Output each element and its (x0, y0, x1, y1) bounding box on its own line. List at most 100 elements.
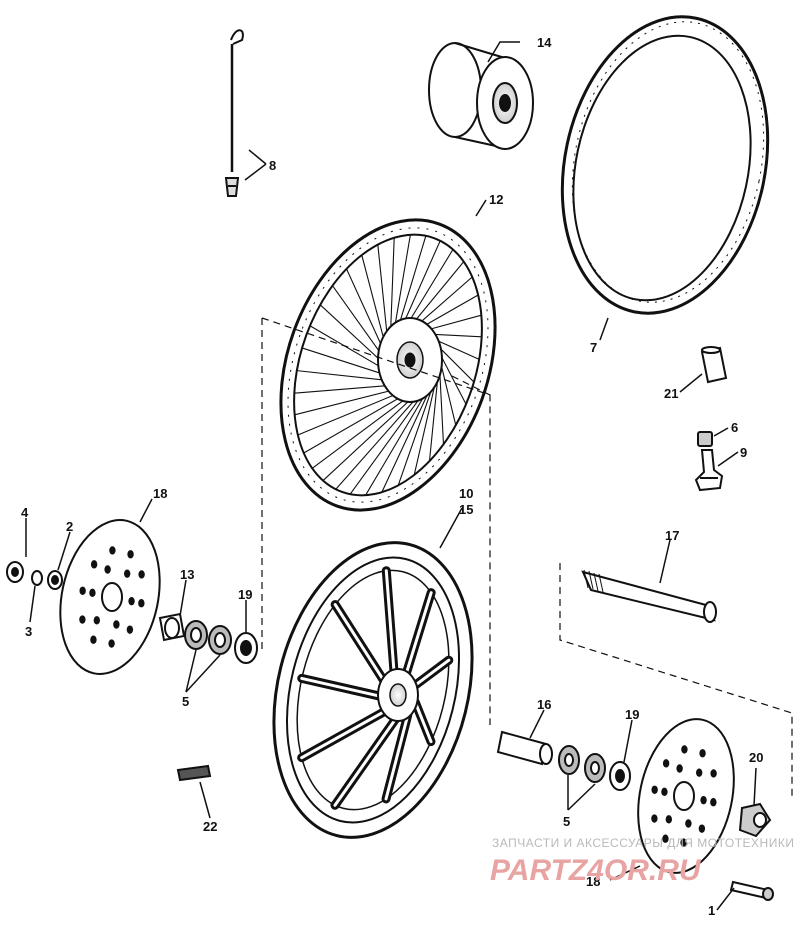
disc-hole (90, 560, 98, 569)
cast-spoke (333, 603, 386, 682)
spoke-line (394, 234, 411, 326)
disc-hole (662, 759, 670, 768)
spoke-line (428, 373, 439, 462)
disc-hole (699, 749, 706, 758)
disc-hole (695, 768, 703, 777)
disc-hole (113, 620, 120, 629)
disc-hole (676, 764, 683, 773)
spoke-line (301, 347, 382, 375)
disc-hole (651, 785, 658, 794)
axle-part-17 (581, 569, 717, 623)
spoke-line (429, 314, 482, 330)
spoke-line (424, 294, 479, 326)
spoke-part-8 (224, 29, 244, 197)
spoke-line (294, 385, 388, 394)
cast-spoke (384, 713, 410, 801)
spoke-line (409, 249, 454, 321)
disc-hole (700, 795, 707, 805)
disc-hole (710, 769, 717, 778)
callout-18-left: 18 (153, 486, 167, 501)
cast-wheel-part-10-15 (272, 541, 474, 839)
valve-parts-6-9 (694, 431, 724, 492)
disc-hole (665, 815, 673, 824)
spoked-wheel-part-12 (279, 218, 497, 512)
cast-spoke (300, 676, 382, 698)
callout-16: 16 (537, 697, 551, 712)
rim-part-7 (560, 15, 770, 315)
spoke-line (414, 261, 465, 321)
watermark: ЗАПЧАСТИ И АКСЕССУАРЫ ДЛЯ МОТОТЕХНИКИ PA… (490, 836, 794, 887)
disc-hole (710, 798, 717, 807)
disc-hole (109, 546, 116, 555)
assembly-guide-lines (261, 317, 793, 800)
disc-hole (90, 635, 97, 644)
brake-disc-part-18-left (59, 519, 161, 675)
disc-hole (698, 824, 706, 833)
spoke-line (413, 379, 437, 476)
spoke-line (439, 359, 457, 426)
disc-hole (651, 814, 658, 823)
nut-part-20-bolt-part-1 (729, 802, 774, 901)
callout-13: 13 (180, 567, 194, 582)
disc-hole (126, 625, 134, 634)
disc-hole (127, 550, 134, 559)
callout-20: 20 (749, 750, 763, 765)
disc-hole (104, 565, 111, 574)
cast-spoke (404, 591, 433, 676)
cast-spoke (300, 709, 387, 760)
watermark-tagline: ЗАПЧАСТИ И АКСЕССУАРЫ ДЛЯ МОТОТЕХНИКИ (492, 836, 794, 850)
spoke-line (349, 397, 421, 495)
callout-10: 10 (459, 486, 473, 501)
spoke-line (419, 276, 473, 323)
spoke-line (437, 345, 475, 383)
disc-hole (661, 787, 668, 797)
callout-labels: 14 8 12 7 21 6 9 18 4 2 3 13 19 5 10 15 … (21, 35, 763, 918)
callout-9: 9 (740, 445, 747, 460)
spoke-line (390, 237, 395, 330)
leader-lines (25, 41, 757, 911)
callout-1: 1 (708, 903, 715, 918)
brake-disc-part-18-right (637, 718, 735, 874)
spoke-line (361, 254, 385, 341)
callout-15: 15 (459, 502, 473, 517)
callout-5-left: 5 (182, 694, 189, 709)
pad-part-22 (176, 764, 212, 782)
callout-6: 6 (731, 420, 738, 435)
callout-19-left: 19 (238, 587, 252, 602)
callout-4: 4 (21, 505, 29, 520)
spoke-line (381, 390, 430, 493)
callout-21: 21 (664, 386, 678, 401)
callout-5-right: 5 (563, 814, 570, 829)
spoke-line (435, 339, 480, 360)
cast-spoke (333, 717, 398, 807)
spoke-line (346, 268, 383, 347)
callout-2: 2 (66, 519, 73, 534)
disc-hole (138, 599, 145, 608)
watermark-logo: PARTZ4OR.RU (490, 854, 702, 887)
disc-hole (79, 586, 86, 595)
disc-hole (93, 616, 101, 625)
hub-part-14 (428, 42, 534, 150)
spoke-line (439, 352, 467, 405)
spoke-line (335, 399, 416, 490)
spoke-line (397, 385, 434, 486)
callout-14: 14 (537, 35, 552, 50)
spoke-line (296, 370, 385, 381)
disc-hole (108, 639, 115, 648)
callout-17: 17 (665, 528, 679, 543)
callout-7: 7 (590, 340, 597, 355)
spoke-line (297, 394, 396, 436)
disc-hole (123, 569, 131, 578)
washer-parts-4-2-3 (6, 561, 63, 590)
spoke-line (311, 398, 406, 469)
disc-hole (128, 596, 135, 606)
disc-hole (662, 834, 669, 843)
disc-hole (681, 745, 688, 754)
disc-hole (138, 570, 145, 579)
disc-hole (89, 588, 96, 598)
callout-12: 12 (489, 192, 503, 207)
left-bearing-stack (158, 612, 258, 664)
spoke-line (377, 244, 388, 335)
spoke-line (319, 304, 381, 361)
callout-19-right: 19 (625, 707, 639, 722)
